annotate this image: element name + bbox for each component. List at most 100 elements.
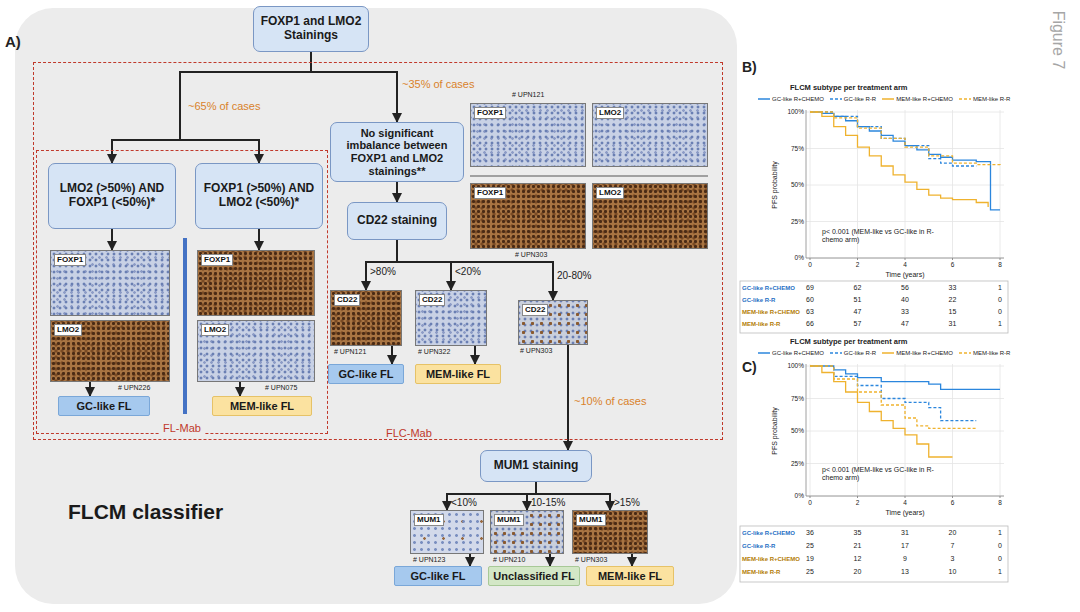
chart-label: 51 [848, 296, 868, 304]
legend-line [830, 99, 842, 101]
legend-line [830, 353, 842, 355]
chart-label: 8 [990, 499, 1010, 506]
chart-label: 25% [774, 218, 804, 225]
legend: GC-like R+CHEMOGC-like R-RMEM-like R+CHE… [758, 96, 1010, 103]
chart-label: 56 [895, 284, 915, 292]
flow-arrow [89, 382, 91, 396]
chart-label: 66 [800, 320, 820, 328]
micrograph: MUM1 [572, 510, 648, 554]
annotation-label: # UPN121 [334, 348, 366, 356]
panel-region: FLCM classifier FOXP1 and LMO2 StainingsF… [15, 8, 737, 604]
box-text: No significant imbalance between FOXP1 a… [335, 127, 459, 178]
flow-arrow [239, 382, 241, 396]
box-text: MEM-like FL [426, 368, 490, 381]
micrograph: MUM1 [490, 510, 564, 554]
annotation-label: # UPN303 [575, 556, 607, 564]
annotation-label: # UPN303 [520, 347, 552, 355]
risk-table-frame [740, 281, 1008, 333]
annotation-label: 20-80% [557, 270, 591, 281]
survival-curve [810, 366, 953, 457]
chart-label: 20 [848, 568, 868, 576]
chart-label: MEM-like R-R [742, 569, 780, 576]
survival-curve [810, 366, 976, 428]
chart-label: 31 [943, 320, 963, 328]
chart-label: 4 [895, 499, 915, 506]
chart-label: Time (years) [870, 271, 940, 279]
grid-line [806, 258, 1004, 259]
axis-line [806, 110, 807, 258]
chart-label: 35 [848, 529, 868, 537]
box-text: LMO2 (>50%) AND FOXP1 (<50%)* [53, 182, 171, 210]
chart-label: GC-like R+CHEMO [742, 530, 795, 537]
result-box: MEM-like FL [415, 364, 501, 384]
chart-label: 12 [848, 555, 868, 563]
annotation-label: >15% [614, 497, 640, 508]
chart-label: 25 [800, 542, 820, 550]
legend-text: GC-like R+CHEMO [772, 96, 824, 103]
grid-line [952, 110, 953, 258]
process-box: FOXP1 and LMO2 Stainings [253, 6, 369, 52]
micrograph: FOXP1 [197, 250, 315, 316]
flow-arrow [567, 345, 569, 450]
chart-label: GC-like R-R [742, 297, 775, 304]
result-box: GC-like FL [328, 364, 404, 384]
legend-text: MEM-like R+CHEMO [896, 350, 953, 357]
chart-label: 10 [943, 568, 963, 576]
chart-label: 33 [895, 308, 915, 316]
result-box: MEM-like FL [586, 566, 674, 586]
micrograph: CD22 [330, 290, 402, 346]
annotation-label: ~35% of cases [402, 78, 474, 90]
grid-line [952, 364, 953, 496]
box-text: GC-like FL [338, 368, 393, 381]
stain-label: MUM1 [576, 514, 606, 526]
process-box: No significant imbalance between FOXP1 a… [330, 122, 464, 182]
chart-label: 15 [943, 308, 963, 316]
annotation-label: # UPN121 [512, 91, 544, 99]
chart-label: 13 [895, 568, 915, 576]
survival-curve [810, 366, 1000, 389]
box-text: MUM1 staining [494, 459, 579, 473]
micrograph: FOXP1 [50, 250, 170, 316]
flow-arrow [396, 182, 398, 202]
result-box: GC-like FL [58, 396, 150, 416]
chart-label: 21 [848, 542, 868, 550]
chart-label: 1 [990, 568, 1010, 576]
annotation-label: # UPN303 [515, 251, 547, 259]
chart-label: 0 [990, 308, 1010, 316]
chart-label: 33 [943, 284, 963, 292]
flow-arrow [180, 52, 311, 163]
chart-label: MEM-like R-R [742, 321, 780, 328]
region-label: FL-Mab [160, 422, 204, 434]
survival-curve [810, 112, 1000, 166]
flow-arrow [258, 229, 260, 250]
chart-label: 0 [800, 499, 820, 506]
box-text: CD22 staining [357, 214, 437, 228]
stain-label: LMO2 [596, 107, 624, 119]
legend-sample [758, 350, 770, 356]
axis-line [806, 496, 1004, 497]
chart-label: 6 [943, 499, 963, 506]
chart-label: p< 0.001 (MEM-like vs GC-like in R-chemo… [822, 466, 947, 481]
box-text: FOXP1 (>50%) AND LMO2 (<50%)* [200, 182, 318, 210]
chart-label: 50% [774, 427, 804, 434]
annotation-label: <20% [455, 266, 481, 277]
legend-sample [882, 96, 894, 102]
chart-label: FLCM subtype per treatment arm [790, 84, 908, 92]
annotation-label: # UPN322 [418, 348, 450, 356]
survival-curve [810, 112, 976, 166]
chart-group [740, 110, 1008, 582]
legend-sample [959, 350, 971, 356]
annotation-label: B) [742, 60, 757, 75]
chart-label: 75% [774, 395, 804, 402]
legend-line [758, 99, 770, 101]
annotation-label: <10% [451, 497, 477, 508]
chart-label: 69 [800, 284, 820, 292]
classifier-title: FLCM classifier [68, 500, 223, 523]
micrograph: LMO2 [592, 103, 708, 167]
legend-text: GC-like R-R [844, 96, 876, 103]
flow-arrow [469, 554, 471, 566]
flow-arrow [631, 554, 633, 566]
chart-label: 17 [895, 542, 915, 550]
chart-label: 36 [800, 529, 820, 537]
